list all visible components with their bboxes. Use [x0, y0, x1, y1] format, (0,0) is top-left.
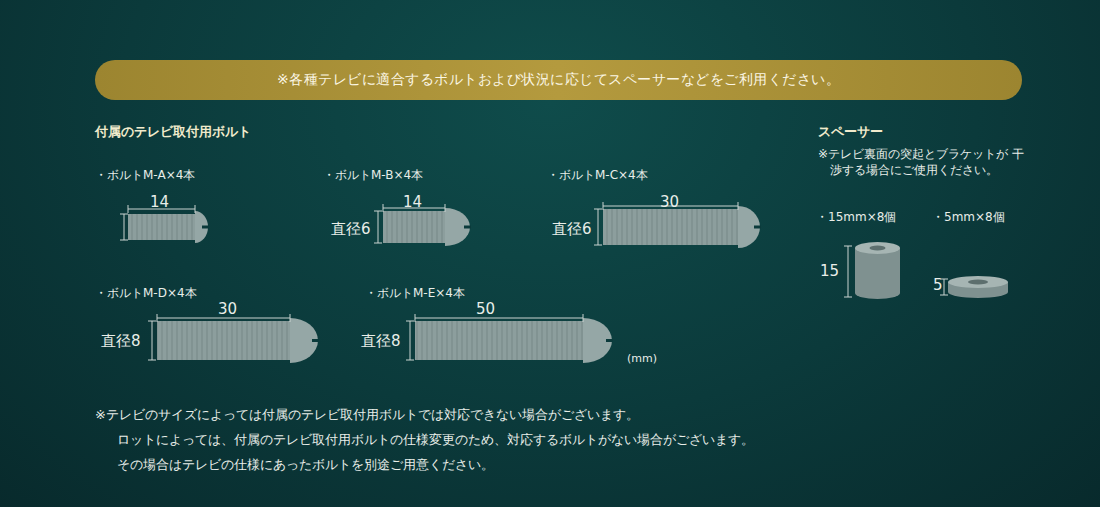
- footnote: ロットによっては、付属のテレビ取付用ボルトの仕様変更のため、対応するボルトがない…: [117, 432, 754, 448]
- spacer-5mm: [948, 276, 1008, 298]
- dimension-line: [290, 314, 291, 322]
- bolt-shank: [383, 211, 445, 243]
- bolt-slot: [464, 226, 471, 229]
- dimension: 30: [660, 193, 679, 211]
- unit-note: (mm): [627, 352, 657, 365]
- bolt-slot: [606, 339, 613, 342]
- bolt-head: [583, 318, 612, 363]
- bolt-head: [290, 318, 318, 363]
- footnote: ※テレビのサイズによっては付属のテレビ取付用ボルトでは対応できない場合がございま…: [95, 407, 639, 423]
- dimension-line: [152, 321, 153, 360]
- dimension-line: [148, 360, 156, 361]
- bolts: [120, 202, 761, 363]
- dimension-line: [195, 205, 196, 213]
- bolt-name: ・ボルトM-E×4本: [365, 286, 465, 300]
- dimension-line: [406, 360, 414, 361]
- spacer-note: ※テレビ裏面の突起とブラケットが 干渉する場合にご使用ください。: [818, 147, 1025, 178]
- dimension-line: [120, 214, 128, 215]
- bolt-slot: [312, 339, 319, 342]
- bolt-slot: [754, 226, 761, 229]
- dimension-line: [378, 211, 379, 243]
- dimension-line: [415, 318, 583, 319]
- bolt-shank: [128, 214, 195, 240]
- bolt-slot: [202, 226, 209, 229]
- bolt-name: ・ボルトM-D×4本: [95, 286, 197, 300]
- bolt-shank: [415, 321, 583, 360]
- dimension-line: [598, 209, 599, 245]
- section-heading: スペーサー: [818, 124, 883, 140]
- dimension-line: [148, 321, 156, 322]
- notice-banner: ※各種テレビに適合するボルトおよび状況に応じてスペーサーなどをご利用ください。: [95, 60, 1022, 100]
- spacer-15mm: [855, 242, 900, 299]
- dimension-line: [603, 202, 604, 210]
- bolt-name: ・ボルトM-B×4本: [323, 168, 423, 182]
- footnote: その場合はテレビの仕様にあったボルトを別途ご用意ください。: [117, 457, 494, 473]
- dimension: 14: [150, 193, 169, 211]
- dimension-line: [410, 321, 411, 360]
- bolt-head: [445, 208, 470, 246]
- dimension-line: [415, 314, 416, 322]
- dimension-line: [124, 214, 125, 240]
- bolt-head: [195, 211, 208, 243]
- bolt-shank: [603, 209, 738, 245]
- dimension-line: [583, 314, 584, 322]
- dimension-line: [374, 211, 382, 212]
- dimension-line: [128, 205, 129, 213]
- dimension: 50: [476, 300, 495, 318]
- dimension-line: [445, 204, 446, 212]
- bolt-head: [738, 206, 760, 248]
- spacer-name: ・15mm×8個: [816, 210, 896, 224]
- dimension-line: [738, 202, 739, 210]
- diameter: 直径6: [552, 220, 592, 238]
- dimension-line: [157, 314, 158, 322]
- spacer-name: ・5mm×8個: [932, 210, 1005, 224]
- bolt-name: ・ボルトM-C×4本: [547, 168, 648, 182]
- dimension-line: [406, 321, 414, 322]
- dimension: 14: [403, 193, 422, 211]
- bolt-shank: [157, 321, 290, 360]
- dimension-line: [594, 209, 602, 210]
- section-heading: 付属のテレビ取付用ボルト: [95, 124, 251, 140]
- dimension: 15: [820, 262, 839, 280]
- bolt-name: ・ボルトM-A×4本: [95, 168, 195, 182]
- dimension-line: [120, 240, 128, 241]
- dimension-line: [374, 243, 382, 244]
- dimension-line: [383, 204, 384, 212]
- dimension-line: [594, 245, 602, 246]
- diameter: 直径8: [101, 332, 141, 350]
- diameter: 直径6: [331, 220, 371, 238]
- diameter: 直径8: [361, 332, 401, 350]
- banner-text: ※各種テレビに適合するボルトおよび状況に応じてスペーサーなどをご利用ください。: [277, 71, 840, 89]
- dimension: 30: [218, 300, 237, 318]
- dimension: 5: [933, 276, 943, 294]
